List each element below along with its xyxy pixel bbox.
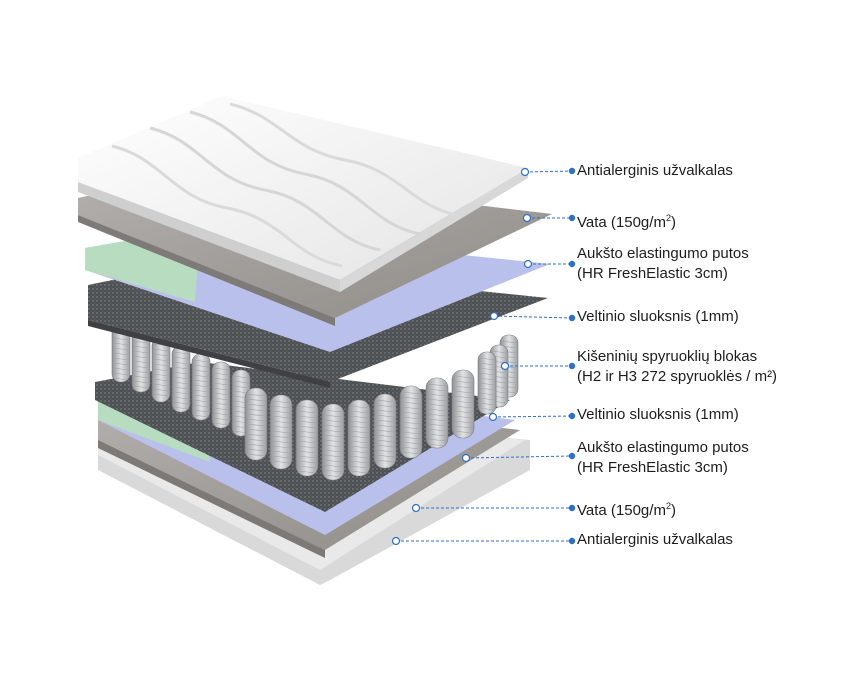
label-springs: Kišeninių spyruoklių blokas (H2 ir H3 27… [577,348,778,385]
top-quilted-cover-layer [78,96,528,292]
label-top-cotton: Vata (150g/m2) [577,213,676,231]
pocket-spring [321,403,345,481]
leader-start-dot [522,213,532,223]
leader-start-dot [411,503,421,513]
leader-start-dot [520,167,530,177]
pocket-spring [373,393,397,469]
label-bottom-cover: Antialerginis užvalkalas [577,531,733,548]
leader-end-dot [568,167,576,175]
label-bottom-cotton: Vata (150g/m2) [577,501,676,519]
leader-line [465,455,573,459]
leader-end-dot [568,412,576,420]
leader-lines [391,167,576,546]
leader-start-dot [391,536,401,546]
pocket-spring [171,345,191,413]
leader-start-dot [488,412,498,422]
leader-start-dot [523,259,533,269]
pocket-spring [347,399,371,477]
pocket-spring [211,361,231,429]
label-bottom-felt: Veltinio sluoksnis (1mm) [577,406,739,423]
pocket-spring [295,399,319,477]
label-top-felt: Veltinio sluoksnis (1mm) [577,308,739,325]
leader-end-dot [568,314,576,322]
pocket-spring [191,353,211,421]
pocket-spring [425,377,449,449]
leader-start-dot [489,311,499,321]
leader-end-dot [568,537,576,545]
pocket-spring [477,351,497,415]
pocket-spring-block [111,321,519,481]
leader-end-dot [568,260,576,268]
pocket-spring [451,369,475,439]
leader-line [493,315,573,319]
leader-end-dot [568,504,576,512]
leader-end-dot [568,214,576,222]
leader-line [524,170,573,173]
leader-line [492,415,573,418]
pocket-spring [399,385,423,459]
label-top-cover: Antialerginis užvalkalas [577,162,733,179]
pocket-spring [151,337,171,403]
label-top-foam: Aukšto elastingumo putos(HR FreshElastic… [577,245,749,282]
leader-end-dot [568,362,576,370]
leader-end-dot [568,452,576,460]
pocket-spring [244,387,268,461]
label-bottom-foam: Aukšto elastingumo putos(HR FreshElastic… [577,439,749,476]
leader-start-dot [500,361,510,371]
pocket-spring [269,394,293,470]
leader-start-dot [461,453,471,463]
